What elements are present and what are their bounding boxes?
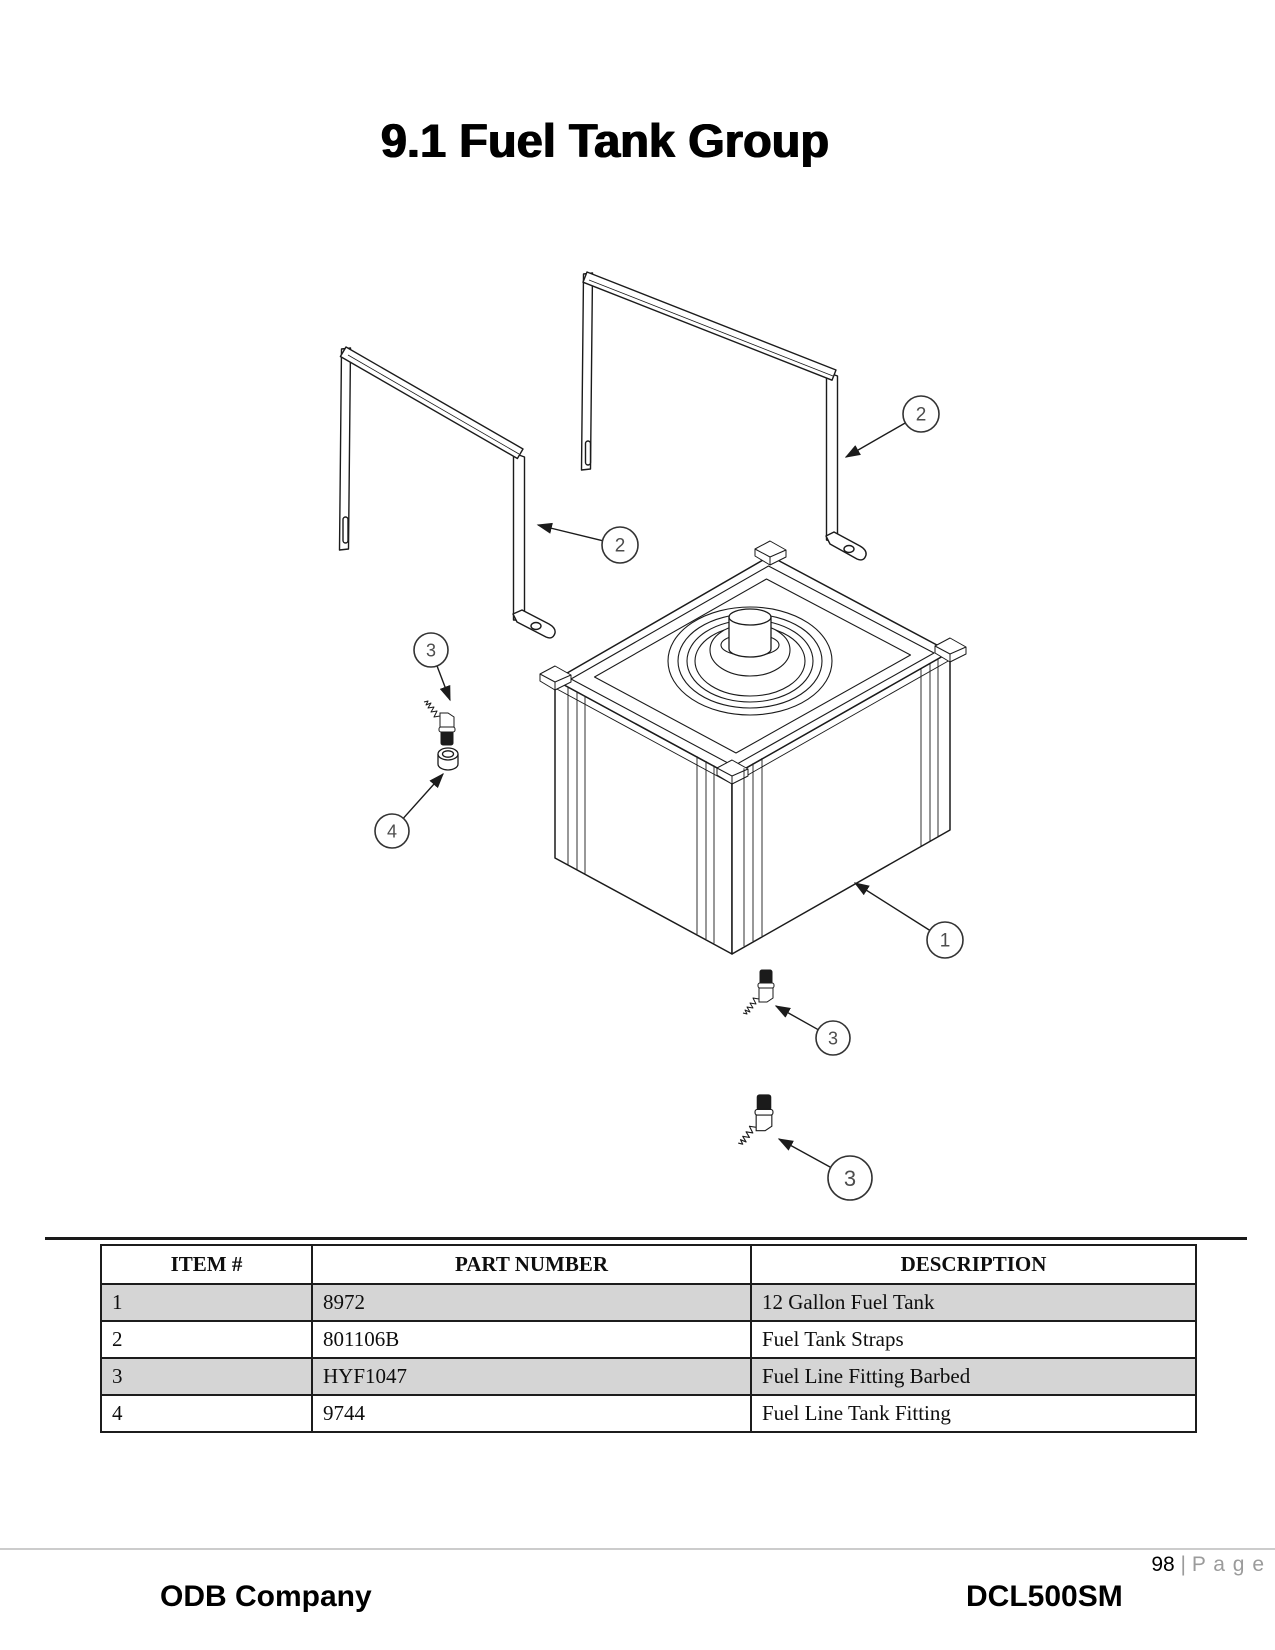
tank-fitting-bushing [437, 747, 459, 771]
leader-3-upper [436, 665, 451, 702]
cell-desc: 12 Gallon Fuel Tank [750, 1283, 1197, 1322]
col-header-part-number: PART NUMBER [311, 1244, 752, 1285]
svg-text:3: 3 [844, 1166, 856, 1191]
cell-item: 2 [100, 1320, 313, 1359]
leader-4 [402, 772, 444, 819]
callout-balloon-3-upper: 3 [413, 632, 449, 668]
filler-neck [728, 608, 772, 658]
cell-part: 8972 [311, 1283, 752, 1322]
table-top-rule [45, 1237, 1247, 1240]
leader-1 [853, 882, 931, 931]
page-number: 98 | P a g e [1151, 1553, 1265, 1577]
cell-item: 3 [100, 1357, 313, 1396]
parts-table-header-row: ITEM # PART NUMBER DESCRIPTION [100, 1244, 1197, 1285]
fuel-tank-strap-right [580, 271, 867, 561]
leader-3-bottom [777, 1138, 832, 1169]
fuel-tank-drawing [539, 540, 967, 955]
col-header-description: DESCRIPTION [750, 1244, 1197, 1285]
leader-2-left [536, 522, 603, 542]
fuel-tank-strap-left [338, 346, 556, 639]
callout-balloon-2-left: 2 [601, 526, 639, 564]
parts-table: ITEM # PART NUMBER DESCRIPTION 1 8972 12… [100, 1244, 1197, 1433]
barb-fitting-mid [742, 969, 775, 1015]
parts-diagram: 2 2 3 4 1 3 3 [338, 271, 967, 1201]
callout-balloon-4: 4 [374, 813, 410, 849]
barb-fitting-upper [423, 700, 456, 746]
callout-balloon-2-right: 2 [902, 395, 940, 433]
leader-2-right [844, 422, 906, 458]
footer-company: ODB Company [160, 1580, 372, 1613]
cell-desc: Fuel Line Fitting Barbed [750, 1357, 1197, 1396]
cell-desc: Fuel Tank Straps [750, 1320, 1197, 1359]
callout-balloon-1: 1 [926, 921, 964, 959]
cell-item: 4 [100, 1394, 313, 1433]
svg-text:2: 2 [615, 536, 626, 557]
page-number-value: 98 [1151, 1553, 1175, 1576]
page-number-separator: | [1180, 1553, 1186, 1576]
table-row: 3 HYF1047 Fuel Line Fitting Barbed [100, 1357, 1197, 1396]
page-title: 9.1 Fuel Tank Group [380, 114, 830, 168]
svg-text:2: 2 [916, 405, 927, 426]
cell-part: 9744 [311, 1394, 752, 1433]
table-row: 2 801106B Fuel Tank Straps [100, 1320, 1197, 1359]
footer-model: DCL500SM [966, 1580, 1123, 1613]
cell-part: 801106B [311, 1320, 752, 1359]
table-row: 1 8972 12 Gallon Fuel Tank [100, 1283, 1197, 1322]
table-row: 4 9744 Fuel Line Tank Fitting [100, 1394, 1197, 1433]
page-word: P a g e [1191, 1553, 1265, 1576]
svg-text:4: 4 [387, 822, 397, 842]
svg-text:3: 3 [828, 1029, 838, 1049]
callout-balloon-3-mid: 3 [815, 1020, 851, 1056]
col-header-item: ITEM # [100, 1244, 313, 1285]
svg-text:3: 3 [426, 641, 436, 661]
footer-rule [0, 1548, 1275, 1550]
svg-text:1: 1 [940, 931, 951, 952]
callout-balloon-3-bottom: 3 [827, 1155, 873, 1201]
leader-3-mid [774, 1005, 819, 1031]
cell-part: HYF1047 [311, 1357, 752, 1396]
cell-item: 1 [100, 1283, 313, 1322]
barb-fitting-bottom [738, 1094, 774, 1145]
cell-desc: Fuel Line Tank Fitting [750, 1394, 1197, 1433]
